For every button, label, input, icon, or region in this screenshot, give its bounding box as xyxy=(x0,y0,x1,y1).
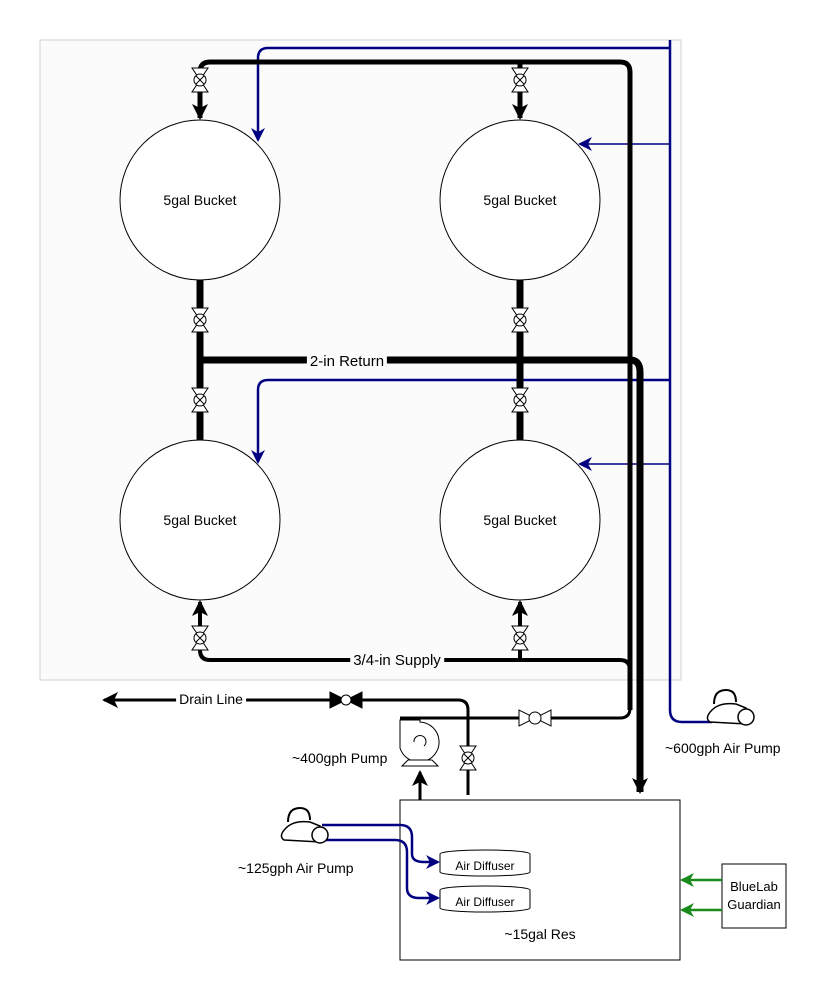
valve-icon[interactable] xyxy=(511,625,529,651)
drain-line-label: Drain Line xyxy=(176,691,246,707)
valve-icon[interactable] xyxy=(459,745,477,771)
bucket-bottom-left xyxy=(119,439,281,601)
air-diffuser-2 xyxy=(439,885,531,913)
reservoir-label: ~15gal Res xyxy=(504,926,576,942)
bucket-label: 5gal Bucket xyxy=(483,512,557,528)
air-diffuser-label: Air Diffuser xyxy=(455,859,515,873)
air-line-diffuser-1 xyxy=(322,823,440,869)
valve-icon[interactable] xyxy=(511,387,529,413)
pump-outlet-line xyxy=(400,700,632,720)
valve-icon[interactable] xyxy=(511,307,529,333)
water-pump-icon xyxy=(399,719,440,767)
valve-icon[interactable] xyxy=(191,307,209,333)
bucket-label: 5gal Bucket xyxy=(163,512,237,528)
drain-line xyxy=(102,692,470,795)
reservoir xyxy=(399,799,681,961)
valve-icon[interactable] xyxy=(191,387,209,413)
bucket-bottom-right xyxy=(439,439,601,601)
drain-valve-icon[interactable] xyxy=(329,691,363,709)
controller-label-line1: BlueLab xyxy=(730,879,778,894)
air-line-diffuser-2 xyxy=(322,838,440,905)
valve-icon[interactable] xyxy=(511,67,529,93)
return-line-label: 2-in Return xyxy=(306,354,388,370)
air-line-bottom-left xyxy=(251,378,670,464)
bucket-label: 5gal Bucket xyxy=(483,192,557,208)
water-pump-label: ~400gph Pump xyxy=(292,750,388,766)
large-air-pump-label: ~600gph Air Pump xyxy=(665,740,781,756)
supply-line-label: 3/4-in Supply xyxy=(350,653,444,669)
bluelab-guardian xyxy=(721,863,787,929)
air-pump-small-icon xyxy=(280,806,329,844)
bucket-label: 5gal Bucket xyxy=(163,192,237,208)
bucket-top-left xyxy=(119,119,281,281)
valve-icon[interactable] xyxy=(191,67,209,93)
air-line-top-left xyxy=(251,46,670,142)
air-diffuser-label: Air Diffuser xyxy=(455,895,515,909)
air-diffuser-1 xyxy=(439,849,531,877)
air-line-main xyxy=(668,40,712,724)
small-air-pump-label: ~125gph Air Pump xyxy=(238,860,354,876)
bucket-top-right xyxy=(439,119,601,281)
controller-label-line2: Guardian xyxy=(727,897,781,912)
valve-icon[interactable] xyxy=(518,709,552,727)
valve-icon[interactable] xyxy=(191,625,209,651)
return-line-main xyxy=(200,356,648,794)
air-pump-large-icon xyxy=(706,688,755,726)
